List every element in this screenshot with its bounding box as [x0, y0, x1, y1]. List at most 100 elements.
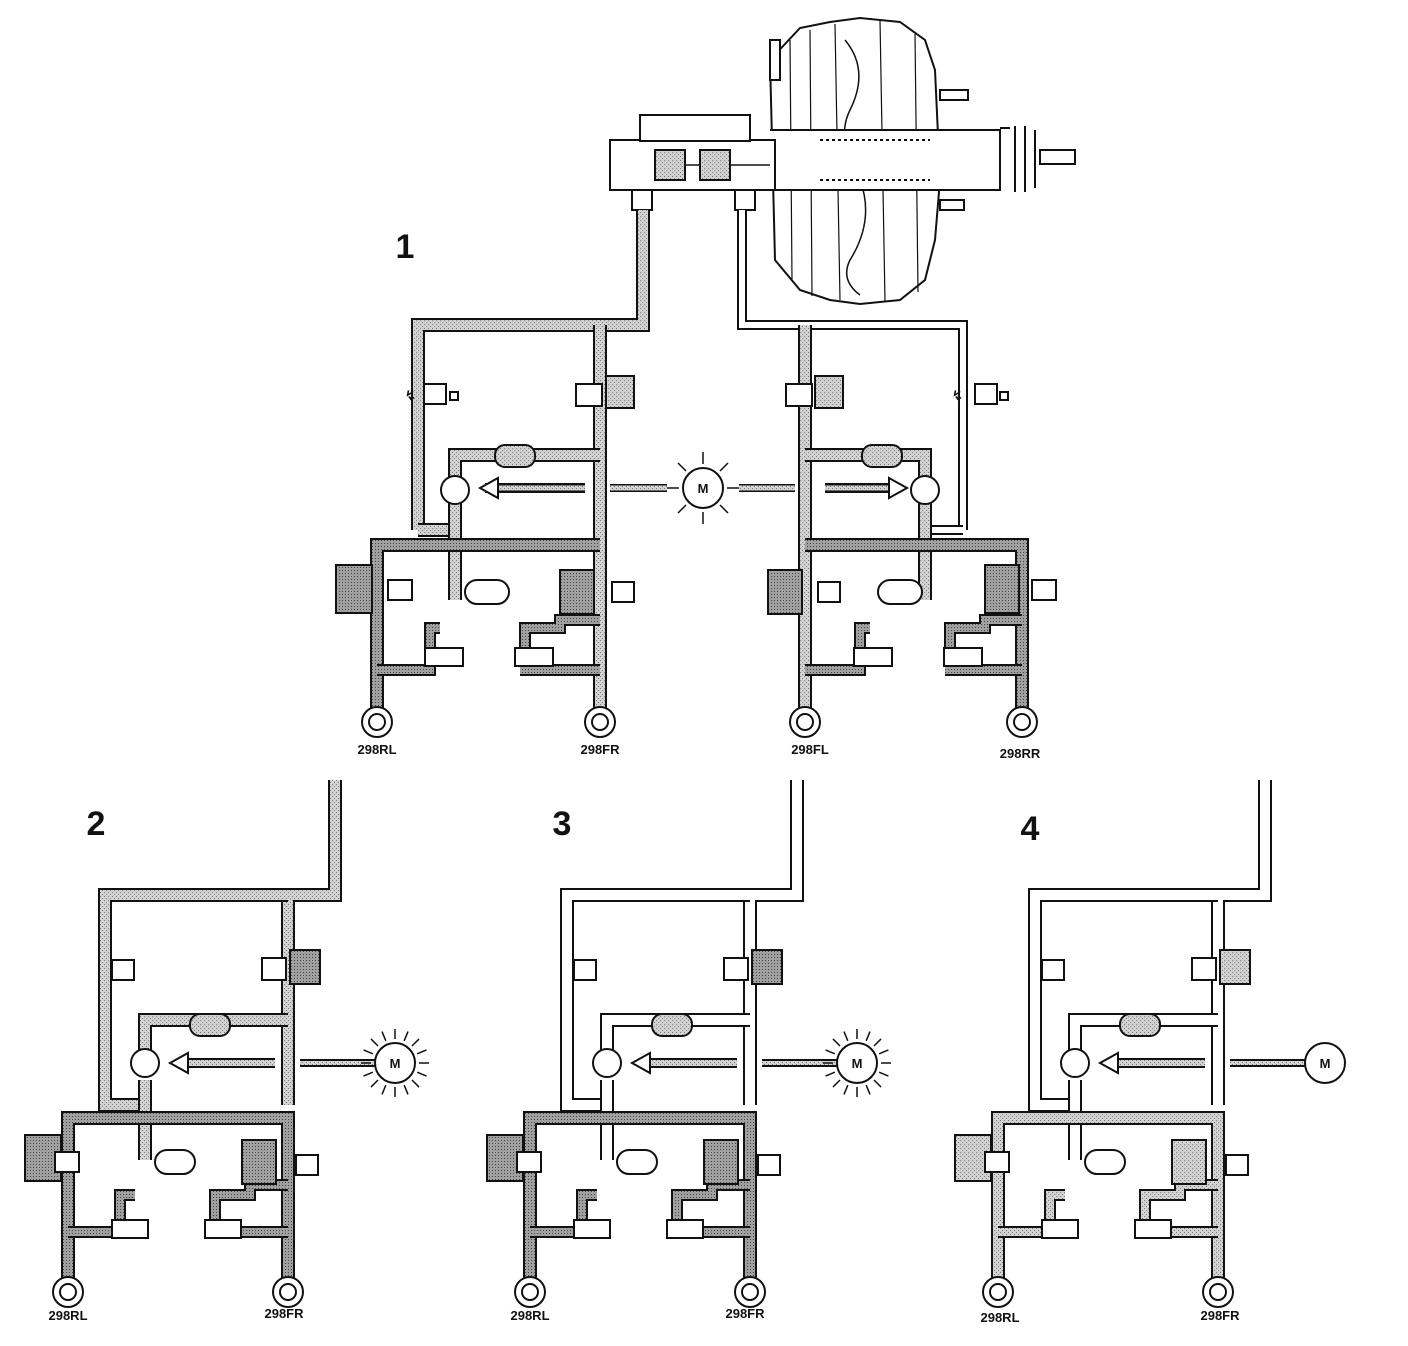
- motor-ray: [832, 1038, 841, 1047]
- solenoid-valve-icon: [335, 564, 413, 614]
- pipe-outline: [281, 780, 342, 1105]
- master-cylinder-icon: [609, 114, 776, 211]
- accumulator-icon: [616, 1149, 658, 1175]
- motor-ray: [878, 1049, 889, 1055]
- solenoid-valve-icon: [54, 1151, 80, 1173]
- flow-arrow-icon: [629, 1051, 651, 1075]
- wheel-label: 298FR: [1200, 1308, 1240, 1323]
- solenoid-valve-icon: [757, 1154, 781, 1176]
- wheel-brake-icon: [989, 1283, 1007, 1301]
- pipe: [100, 890, 288, 1110]
- motor-ray: [411, 1038, 420, 1047]
- solenoid-valve-icon: [241, 1139, 277, 1185]
- wheel-label: 298RL: [48, 1308, 87, 1323]
- motor-ray: [370, 1079, 379, 1088]
- wheel-label: 298RL: [357, 742, 396, 757]
- solenoid-valve-icon: [785, 375, 844, 409]
- wheel-label: 298FR: [264, 1306, 304, 1321]
- motor-label: M: [390, 1056, 401, 1071]
- pipe-outline: [743, 780, 804, 1105]
- panel-2-circuit: M: [24, 780, 429, 1308]
- motor-ray: [416, 1049, 427, 1055]
- pump-motor-icon: [836, 1042, 878, 1084]
- pump-motor-icon: [374, 1042, 416, 1084]
- wheel-brake-icon: [1209, 1283, 1227, 1301]
- solenoid-valve-icon: [289, 949, 321, 985]
- solenoid-valve-icon: [984, 564, 1057, 614]
- accumulator-icon: [651, 1013, 693, 1037]
- pump-motor-icon: [1304, 1042, 1346, 1084]
- pipe-outline: [68, 1179, 288, 1238]
- pipe-outline: [560, 888, 750, 1112]
- solenoid-valve-icon: [751, 949, 783, 985]
- pipe: [745, 780, 802, 1105]
- solenoid-valve-icon: [1171, 1139, 1207, 1185]
- solenoid-valve-icon: [111, 1219, 149, 1239]
- wheel-label: 298FL: [791, 742, 829, 757]
- pipe: [562, 890, 750, 1110]
- motor-ray: [865, 1084, 871, 1095]
- wheel-label: 298FR: [580, 742, 620, 757]
- pump-motor-icon: M: [667, 452, 739, 524]
- pump-icon: [1060, 1048, 1090, 1078]
- pipe-outline: [1028, 888, 1218, 1112]
- pipe: [525, 1113, 755, 1280]
- motor-ray: [363, 1071, 374, 1077]
- solenoid-valve-icon: [723, 957, 749, 981]
- panel-components: [24, 949, 321, 1239]
- flow-arrow-icon: [1097, 1051, 1119, 1075]
- motor-ray: [825, 1071, 836, 1077]
- solenoid-valve-icon: [295, 1154, 319, 1176]
- svg-text:↯: ↯: [405, 388, 416, 403]
- panel-1-left-circuit: [370, 210, 650, 720]
- wheel-brake-icon: [279, 1283, 297, 1301]
- motor-ray: [843, 1031, 849, 1042]
- motor-ray: [363, 1049, 374, 1055]
- wheel-brake-icon: [59, 1283, 77, 1301]
- solenoid-valve-icon: [1041, 1219, 1079, 1239]
- pipe-outline: [530, 1179, 750, 1238]
- solenoid-valve-icon: [767, 569, 841, 615]
- panel-1-number: 1: [396, 228, 415, 266]
- brake-booster-icon: [768, 16, 1076, 306]
- solenoid-valve-icon: [111, 959, 135, 981]
- solenoid-valve-icon: ↯: [952, 383, 1009, 405]
- motor-ray: [381, 1084, 387, 1095]
- solenoid-valve-icon: [1041, 959, 1065, 981]
- pipe: [63, 1113, 293, 1280]
- wheel-label: 298RL: [980, 1310, 1019, 1325]
- wheel-brake-icon: [521, 1283, 539, 1301]
- solenoid-valve-icon: [666, 1219, 704, 1239]
- motor-ray: [403, 1084, 409, 1095]
- wheel-label: 298RL: [510, 1308, 549, 1323]
- wheel-brake-icon: [361, 706, 1038, 738]
- pipe: [1213, 780, 1270, 1105]
- solenoid-valve-icon: [559, 569, 635, 615]
- motor-label: M: [698, 481, 709, 496]
- pump-icon: [592, 1048, 622, 1078]
- accumulator-icon: [494, 444, 903, 468]
- motor-ray: [878, 1071, 889, 1077]
- solenoid-valve-icon: [1191, 957, 1217, 981]
- wheel-label: 298RR: [1000, 746, 1041, 761]
- pipe-outline: [998, 1179, 1218, 1238]
- solenoid-valve-icon: [573, 959, 597, 981]
- motor-ray: [832, 1079, 841, 1088]
- wheel-brake-icon: [741, 1283, 759, 1301]
- panel-components: [954, 949, 1251, 1239]
- solenoid-valve-icon: [573, 1219, 611, 1239]
- motor-ray: [403, 1031, 409, 1042]
- pipe: [993, 1113, 1223, 1280]
- motor-ray: [843, 1084, 849, 1095]
- solenoid-valve-icon: [575, 375, 635, 409]
- panel-1-components: ↯ ↯: [335, 375, 1057, 667]
- panel-2-number: 2: [87, 805, 106, 843]
- solenoid-valve-icon: [424, 647, 983, 667]
- motor-ray: [825, 1049, 836, 1055]
- accumulator-icon: [1119, 1013, 1161, 1037]
- panel-4-number: 4: [1021, 810, 1040, 848]
- solenoid-valve-icon: [516, 1151, 542, 1173]
- wheel-label: 298FR: [725, 1306, 765, 1321]
- panel-4-circuit: M: [954, 780, 1346, 1308]
- solenoid-valve-icon: [703, 1139, 739, 1185]
